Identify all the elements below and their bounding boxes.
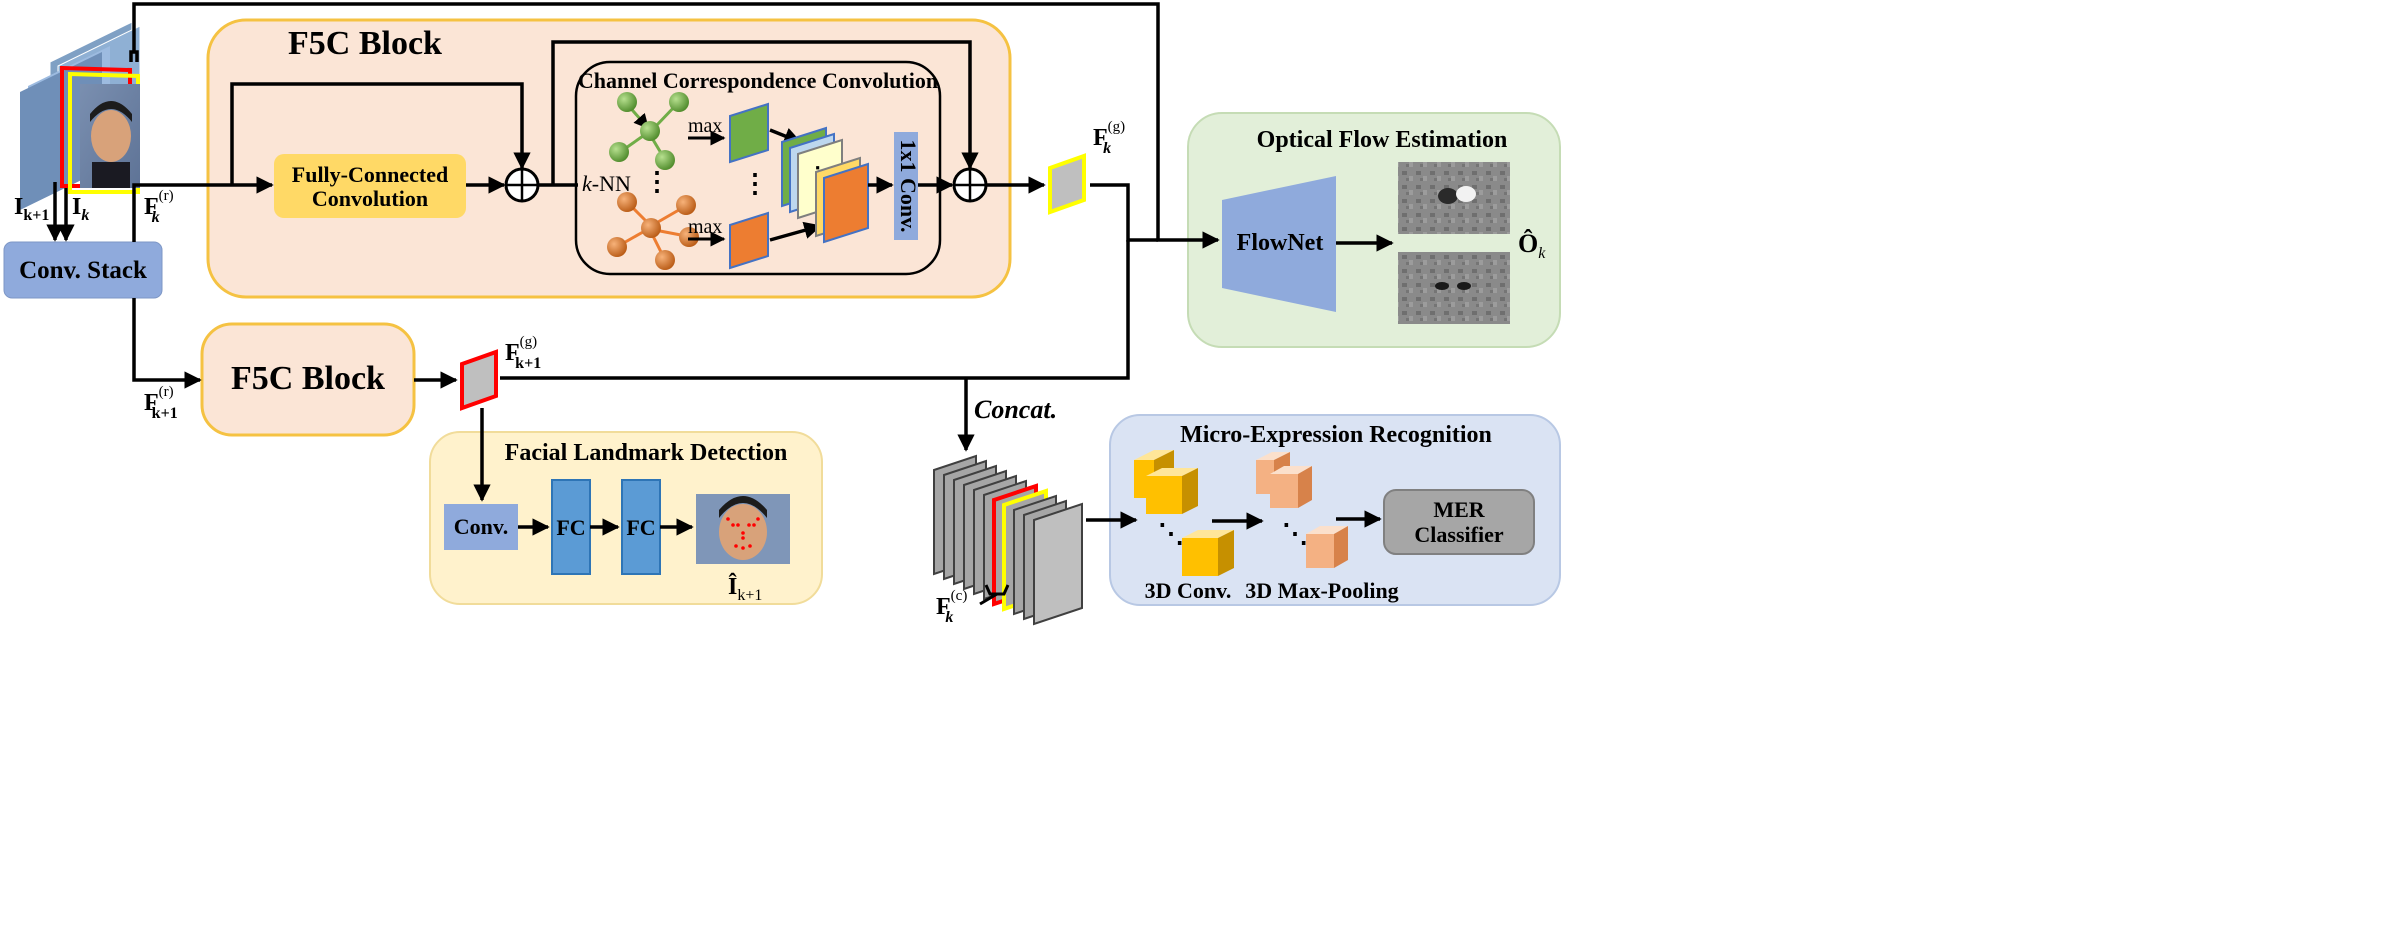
label-i-k1: Ik+1 xyxy=(14,194,49,224)
skip-line-2 xyxy=(551,40,979,185)
stacked-feature-maps: ⋱ xyxy=(781,126,869,244)
feature-map-green xyxy=(729,102,769,164)
feature-map-ellipsis: ⋮ xyxy=(742,169,768,198)
max-label-top: max xyxy=(688,115,722,137)
conv1x1-label: 1x1 Conv. xyxy=(896,140,921,233)
mer-classifier-label-1: MER xyxy=(1433,497,1485,522)
conv1x1-box xyxy=(894,132,918,240)
green-knn-graph xyxy=(609,92,689,170)
line-conv-to-fcconv xyxy=(132,176,274,242)
fld-conv-label: Conv. xyxy=(454,514,508,539)
f5c-bottom-title: F5C Block xyxy=(231,360,385,397)
fc-conv-label-1: Fully-Connected xyxy=(292,162,448,187)
flow-image-top xyxy=(1398,162,1510,234)
arrow-orange-to-stack xyxy=(769,221,822,242)
fld-conv-box xyxy=(444,504,518,550)
fc-conv-box xyxy=(274,154,466,218)
f5c-top-title: F5C Block xyxy=(288,25,442,62)
flownet-box xyxy=(1222,176,1336,312)
label-f-g: F(g)k xyxy=(1093,119,1125,157)
max-label-bottom: max xyxy=(688,216,722,238)
mer-classifier-box xyxy=(1383,489,1535,555)
ccc-title: Channel Correspondence Convolution xyxy=(578,68,938,93)
label-f-g1: F(g)k+1 xyxy=(505,334,541,372)
ofe-title: Optical Flow Estimation xyxy=(1257,127,1508,153)
conv-stack-box xyxy=(3,241,163,299)
label-f-c: F(c)k xyxy=(936,588,967,626)
line-fg1-to-concat xyxy=(500,240,1130,380)
fc1-box xyxy=(551,479,591,575)
conv3d-cubes xyxy=(1134,450,1234,576)
label-i-hat: Îk+1 xyxy=(728,573,762,604)
label-f-r: F(r)k xyxy=(144,188,174,226)
line-brace-to-fc xyxy=(979,592,998,606)
label-i-k: Ik xyxy=(72,194,89,224)
mer-title: Micro-Expression Recognition xyxy=(1180,422,1492,448)
f-g1-feature-map xyxy=(460,349,498,411)
fc1-label: FC xyxy=(556,515,585,540)
fc2-box xyxy=(621,479,661,575)
sum-node-2 xyxy=(952,167,988,203)
sum-node-1 xyxy=(504,167,540,203)
f-g-feature-map xyxy=(1048,153,1086,215)
conv3d-label: 3D Conv. xyxy=(1145,578,1232,603)
fc2-label: FC xyxy=(626,515,655,540)
fc-conv-label-2: Convolution xyxy=(312,186,428,211)
graph-ellipsis-dots: ⋮ xyxy=(644,167,670,196)
concat-feature-stack xyxy=(933,454,1083,626)
feature-map-orange xyxy=(729,211,769,270)
maxpool3d-ellipsis: ⋱ xyxy=(1282,519,1308,548)
maxpool3d-cubes xyxy=(1256,452,1348,568)
line-conv-to-f5c-bottom xyxy=(132,298,202,389)
concat-label: Concat. xyxy=(974,395,1057,424)
mer-classifier-label-2: Classifier xyxy=(1414,522,1503,547)
flow-image-bottom xyxy=(1398,252,1510,324)
orange-knn-graph xyxy=(607,192,699,270)
label-o-hat: Ôk xyxy=(1518,229,1546,262)
label-f-r1: F(r)k+1 xyxy=(144,384,178,422)
conv-stack-label: Conv. Stack xyxy=(19,257,147,284)
flownet-label: FlowNet xyxy=(1237,230,1324,256)
landmark-face-image xyxy=(696,494,790,564)
bypass-line-to-flownet xyxy=(129,2,1218,240)
skip-line-1 xyxy=(230,82,531,185)
conv3d-ellipsis: ⋱ xyxy=(1158,519,1184,548)
input-frame-stack xyxy=(20,21,141,210)
knn-label: k-NN xyxy=(582,171,631,196)
line-fg-to-concat xyxy=(1090,183,1158,242)
fld-title: Facial Landmark Detection xyxy=(505,440,788,466)
maxpool3d-label: 3D Max-Pooling xyxy=(1245,578,1398,603)
